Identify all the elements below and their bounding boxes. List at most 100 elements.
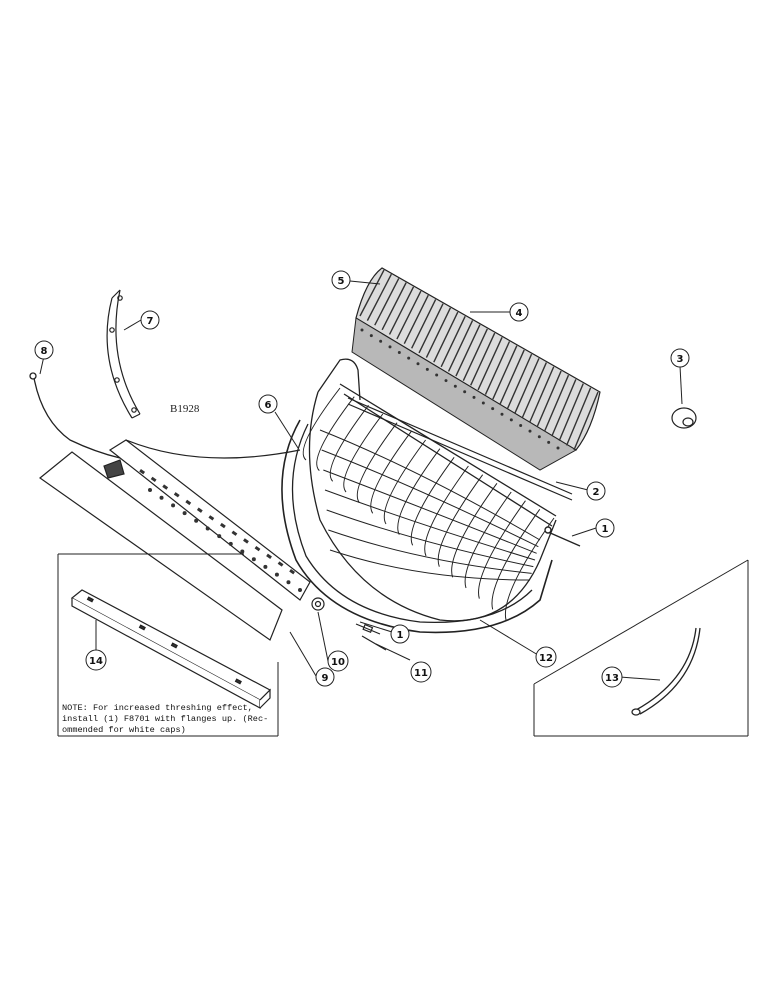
rasp-tooth bbox=[506, 353, 533, 409]
plate-slot bbox=[277, 561, 284, 567]
rasp-tooth bbox=[359, 269, 385, 317]
note-line-3: ommended for white caps) bbox=[62, 725, 186, 735]
part-1-bolts bbox=[544, 526, 581, 547]
plate-slot bbox=[254, 545, 261, 552]
part-8-rod bbox=[29, 372, 121, 459]
callout-13: 13 bbox=[601, 666, 623, 688]
rasp-dot bbox=[463, 390, 467, 394]
svg-text:2: 2 bbox=[593, 487, 600, 498]
svg-text:10: 10 bbox=[331, 657, 345, 668]
rasp-tooth bbox=[492, 345, 518, 400]
part-13-strip bbox=[631, 627, 701, 716]
note-line-1: NOTE: For increased threshing effect, bbox=[62, 703, 253, 713]
rasp-tooth bbox=[521, 362, 547, 418]
plate-hole bbox=[251, 557, 256, 562]
concave-frame bbox=[281, 358, 557, 634]
grate-wire bbox=[319, 429, 541, 541]
grate-bar bbox=[478, 500, 526, 599]
grate-bar bbox=[424, 465, 469, 557]
grate-bar bbox=[316, 396, 355, 472]
rasp-dot bbox=[397, 350, 401, 354]
rasp-tooth bbox=[470, 332, 496, 386]
rasp-dot bbox=[369, 334, 373, 338]
svg-text:14: 14 bbox=[89, 656, 103, 667]
rasp-dot bbox=[519, 424, 523, 428]
part-4-5-rasp-bar bbox=[351, 267, 601, 471]
callout-3: 3 bbox=[670, 348, 690, 368]
callout-1a: 1 bbox=[595, 518, 615, 538]
drawing-code: B1928 bbox=[170, 403, 200, 415]
plate-hole bbox=[286, 580, 291, 585]
rasp-tooth bbox=[558, 383, 584, 442]
rasp-tooth bbox=[455, 324, 481, 377]
rasp-tooth bbox=[396, 290, 422, 340]
callout-5: 5 bbox=[331, 270, 351, 290]
plate-slot bbox=[139, 469, 146, 475]
grate-wire bbox=[328, 529, 532, 574]
grate-bar bbox=[464, 491, 512, 589]
callouts: 5 4 3 7 8 6 2 1 1 11 12 10 9 14 13 bbox=[34, 270, 690, 688]
rasp-tooth bbox=[447, 320, 474, 372]
callout-6: 6 bbox=[258, 394, 278, 414]
svg-text:5: 5 bbox=[338, 276, 345, 287]
rasp-tooth bbox=[418, 303, 444, 354]
plate-slot bbox=[219, 522, 226, 529]
rasp-tooth bbox=[573, 391, 599, 451]
rasp-tooth bbox=[543, 374, 570, 432]
plate-hole bbox=[171, 503, 176, 508]
plate-slot bbox=[266, 553, 272, 559]
callout-12: 12 bbox=[535, 646, 557, 668]
grate-wire bbox=[321, 449, 539, 548]
svg-text:9: 9 bbox=[322, 673, 329, 684]
rasp-dot bbox=[481, 401, 485, 405]
grate-wire bbox=[329, 549, 531, 581]
rasp-tooth bbox=[411, 299, 437, 349]
leader-lines bbox=[39, 280, 683, 681]
callout-7: 7 bbox=[140, 310, 160, 330]
plate-slot bbox=[289, 569, 296, 575]
svg-text:7: 7 bbox=[147, 316, 154, 327]
plate-hole bbox=[148, 488, 152, 492]
grate-bar bbox=[437, 474, 484, 567]
plate-hole bbox=[182, 511, 187, 516]
plate-slot bbox=[243, 538, 249, 544]
grate-wire bbox=[323, 469, 537, 554]
svg-text:13: 13 bbox=[605, 673, 619, 684]
plate-hole bbox=[240, 549, 245, 554]
rasp-dot bbox=[500, 412, 504, 416]
rasp-dot bbox=[537, 435, 541, 439]
svg-text:4: 4 bbox=[516, 308, 523, 319]
plate-hole bbox=[274, 572, 279, 577]
rasp-tooth bbox=[374, 278, 400, 326]
part-3-cap bbox=[671, 407, 697, 429]
rasp-tooth bbox=[499, 349, 525, 405]
rasp-dot bbox=[509, 418, 513, 422]
plate-hole bbox=[263, 564, 268, 569]
plate-slot bbox=[208, 515, 215, 521]
rasp-dot bbox=[407, 356, 411, 360]
grate-wire bbox=[324, 489, 536, 561]
rasp-dot bbox=[528, 429, 532, 433]
plate-slot bbox=[162, 484, 169, 490]
grate-bar bbox=[329, 405, 369, 482]
rasp-tooth bbox=[366, 273, 393, 321]
part-7-strap bbox=[106, 289, 141, 419]
callout-14: 14 bbox=[85, 649, 107, 671]
callout-9: 9 bbox=[315, 667, 335, 687]
rasp-dot bbox=[472, 395, 476, 399]
rasp-tooth bbox=[477, 337, 503, 391]
svg-text:1: 1 bbox=[602, 524, 609, 535]
rasp-dot bbox=[360, 328, 364, 332]
callout-11: 11 bbox=[410, 661, 432, 683]
svg-text:11: 11 bbox=[414, 668, 428, 679]
grate-bar bbox=[491, 509, 541, 610]
callout-10: 10 bbox=[327, 650, 349, 672]
grate-bar bbox=[356, 422, 398, 503]
rasp-tooth bbox=[462, 328, 488, 381]
rasp-dot bbox=[453, 384, 457, 388]
part-10-11-hardware bbox=[311, 597, 387, 651]
plate-hole bbox=[159, 495, 164, 500]
rasp-tooth bbox=[514, 358, 540, 414]
rasp-dot bbox=[416, 362, 420, 366]
